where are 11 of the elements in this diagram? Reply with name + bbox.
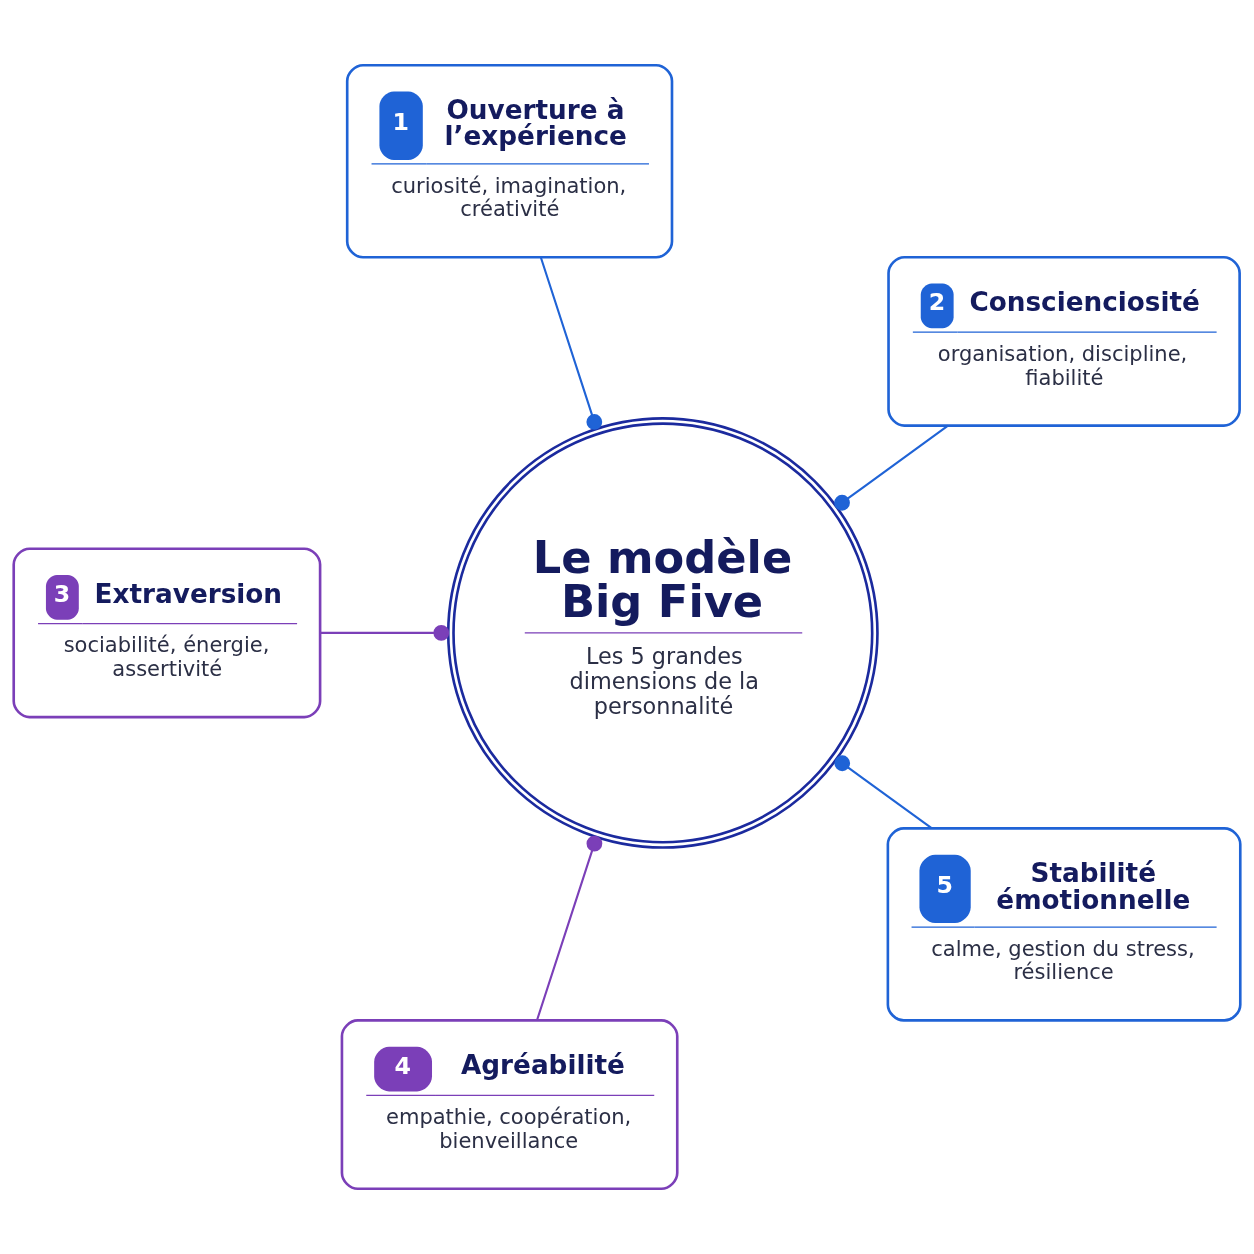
connector	[834, 755, 933, 829]
connector	[834, 424, 949, 511]
node-box: 4 Agréabilité empathie, coopération, bienveillance	[340, 1019, 679, 1191]
node-box: 1 Ouverture à l’expérience curiosité, imagination, créativité	[345, 63, 674, 259]
connector	[320, 625, 450, 641]
connector	[539, 256, 603, 430]
node-circle: Le modèle Big Five Les 5 grandes dimensions de la personnalité	[446, 417, 879, 849]
node-box: 2 Conscienciosité organisation, discipline, fiabilité	[887, 255, 1241, 427]
connector	[536, 835, 603, 1021]
node-box: 5 Stabilité émotionnelle calme, gestion du stress, résilience	[886, 827, 1242, 1022]
node-box: 3 Extraversion sociabilité, énergie, assertivité	[12, 547, 322, 719]
